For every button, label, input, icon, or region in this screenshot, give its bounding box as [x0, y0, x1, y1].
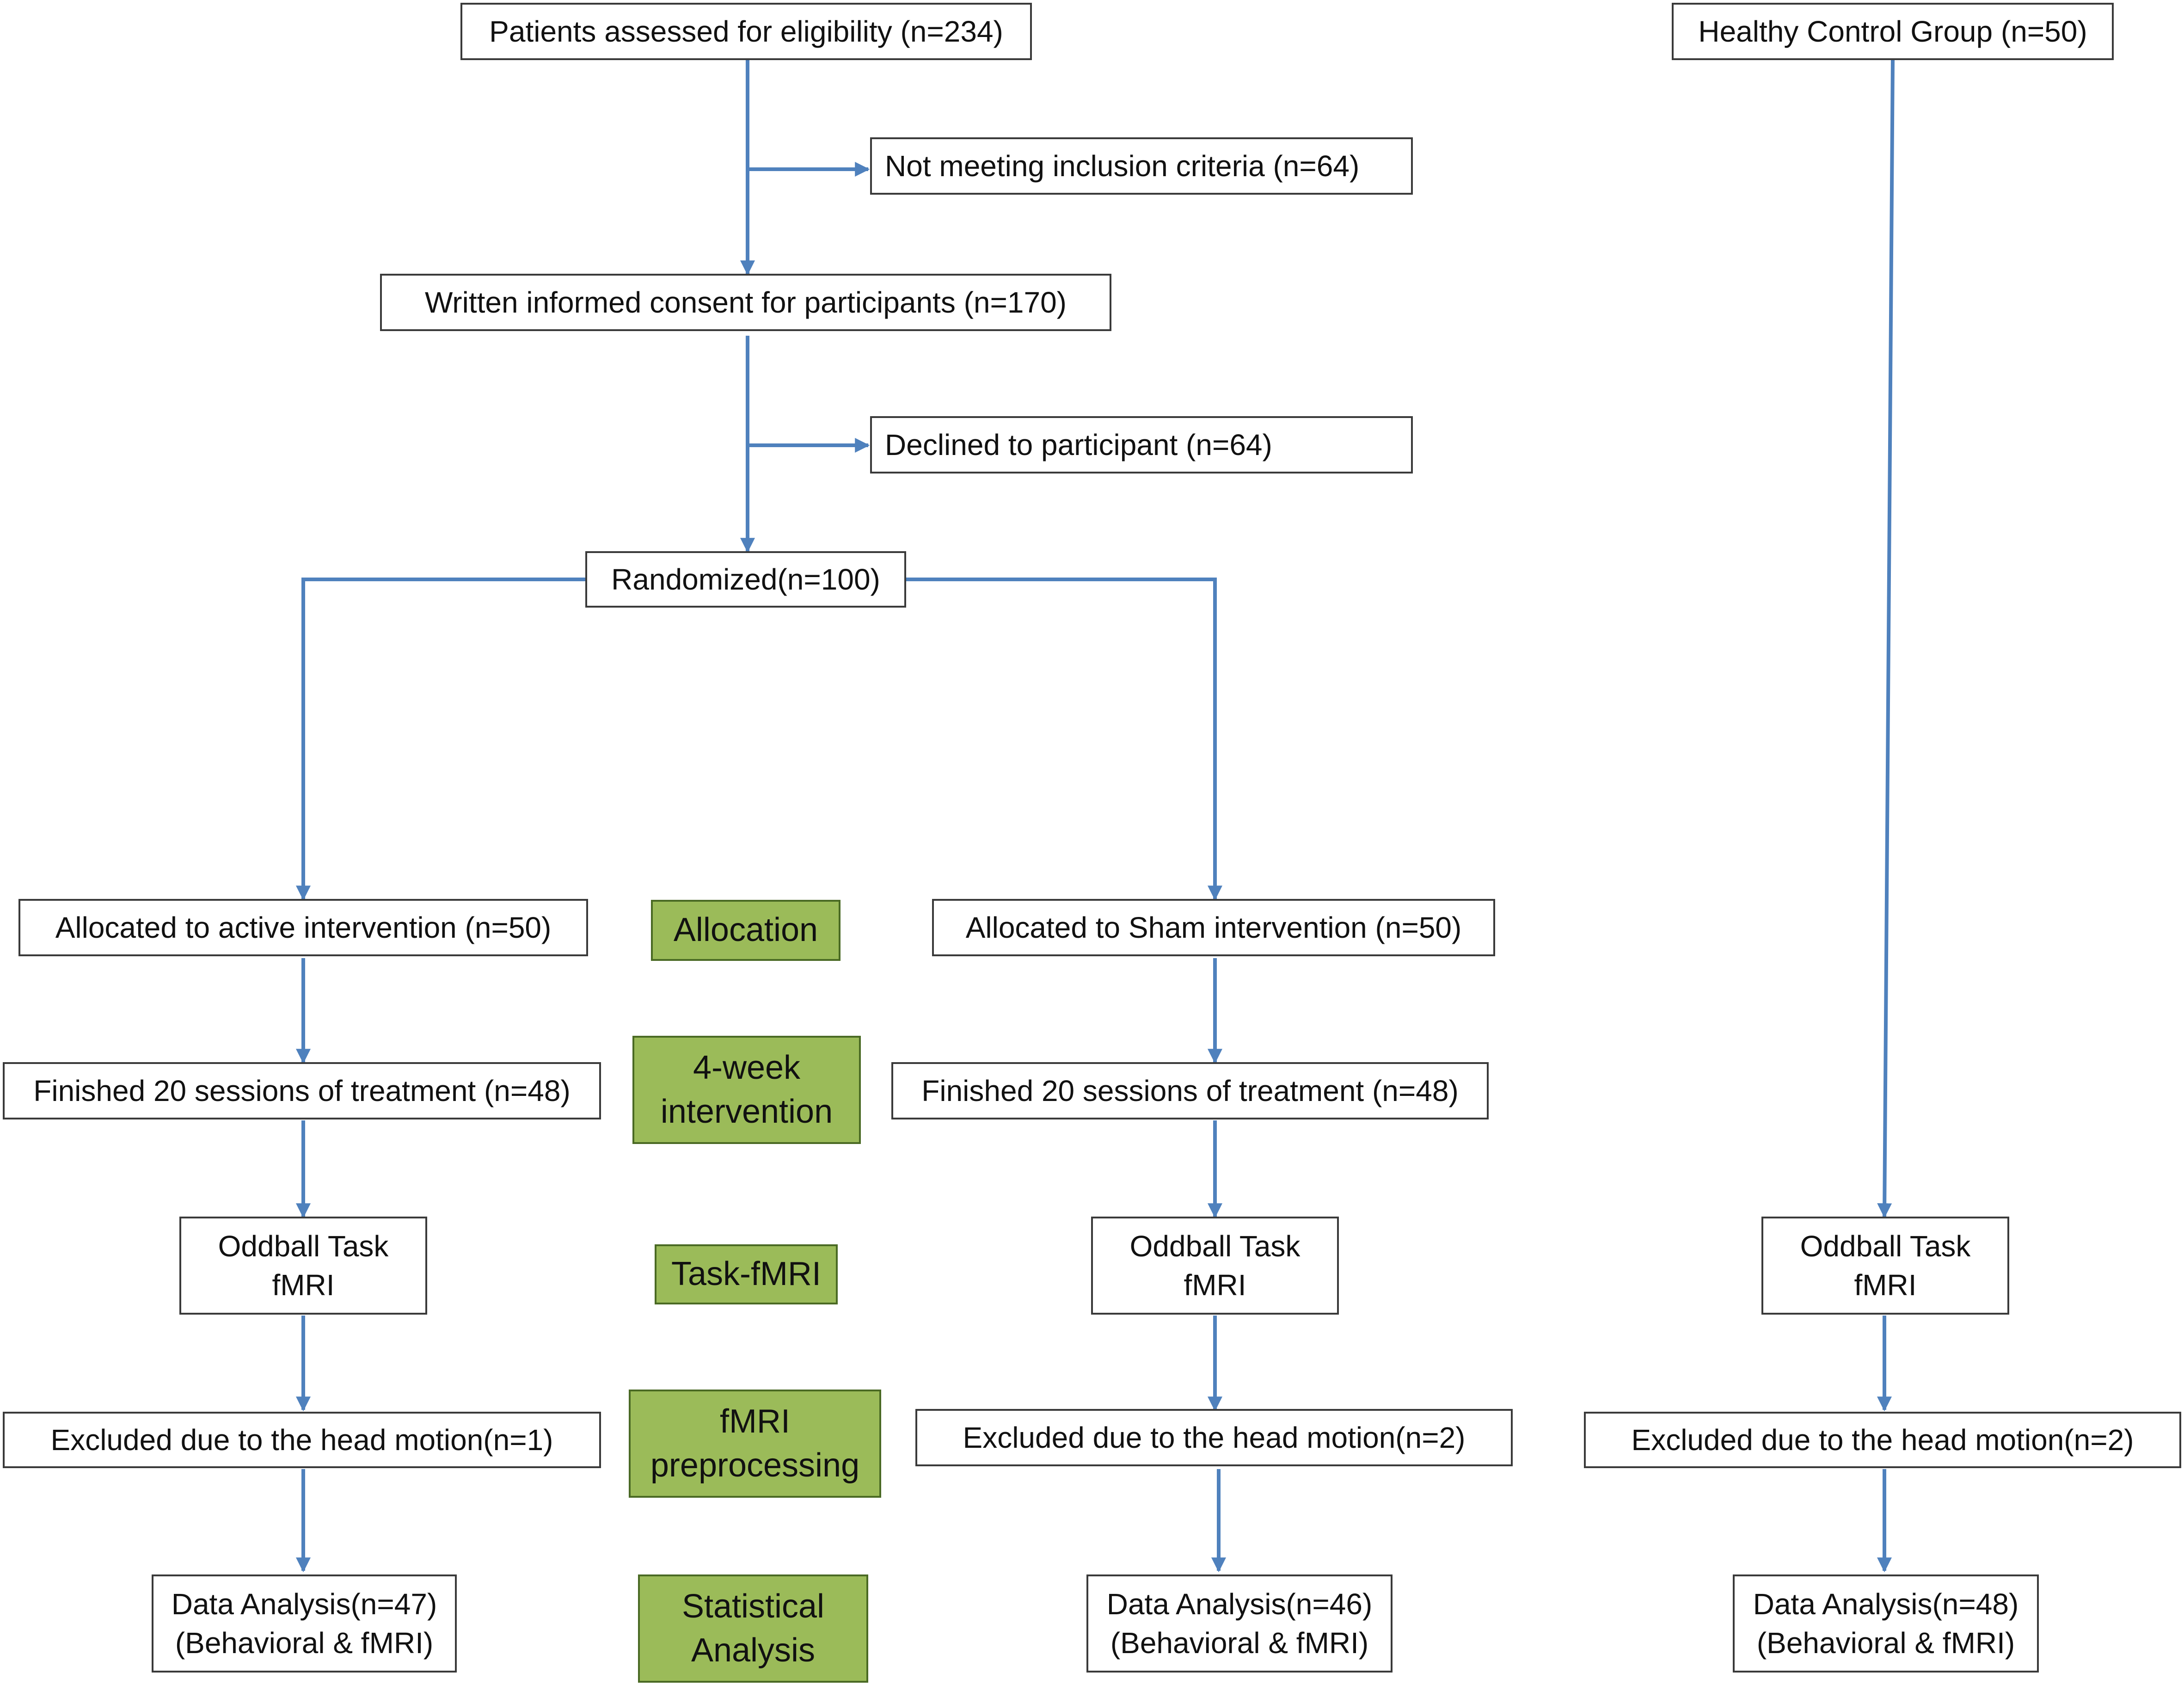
stage-task-fmri-line-1: Task-fMRI — [671, 1255, 821, 1293]
arrow-randomized-to-sham — [906, 578, 1222, 901]
excluded-control-box: Excluded due to the head motion(n=2) — [1584, 1412, 2181, 1468]
arrow-randomized-to-active — [296, 578, 585, 901]
finished-active-label: Finished 20 sessions of treatment (n=48) — [33, 1074, 571, 1107]
analysis-sham-line-1: Data Analysis(n=46) — [1106, 1587, 1373, 1621]
analysis-active-box: Data Analysis(n=47) (Behavioral & fMRI) — [152, 1574, 457, 1673]
randomized-box: Randomized(n=100) — [585, 551, 906, 608]
not-meeting-box: Not meeting inclusion criteria (n=64) — [870, 137, 1413, 195]
oddball-control-line-2: fMRI — [1854, 1268, 1917, 1302]
eligibility-box: Patients assessed for eligibility (n=234… — [460, 3, 1032, 60]
stage-intervention: 4-week intervention — [632, 1036, 861, 1144]
oddball-control-line-1: Oddball Task — [1800, 1229, 1971, 1263]
oddball-sham-line-1: Oddball Task — [1129, 1229, 1301, 1263]
excluded-sham-label: Excluded due to the head motion(n=2) — [963, 1421, 1466, 1454]
stage-statistical-line-1: Statistical — [681, 1587, 825, 1625]
stage-statistical-line-2: Analysis — [691, 1632, 816, 1669]
healthy-control-box: Healthy Control Group (n=50) — [1672, 3, 2114, 60]
excluded-control-label: Excluded due to the head motion(n=2) — [1631, 1423, 2134, 1457]
analysis-active-line-1: Data Analysis(n=47) — [171, 1587, 437, 1621]
stage-intervention-line-1: 4-week — [693, 1049, 801, 1086]
analysis-control-line-1: Data Analysis(n=48) — [1753, 1587, 2019, 1621]
stage-preprocessing-line-1: fMRI — [720, 1402, 790, 1440]
oddball-active-box: Oddball Task fMRI — [179, 1217, 427, 1315]
declined-label: Declined to participant (n=64) — [885, 428, 1272, 461]
oddball-sham-line-2: fMRI — [1184, 1268, 1246, 1302]
sham-intervention-label: Allocated to Sham intervention (n=50) — [965, 910, 1462, 944]
finished-sham-box: Finished 20 sessions of treatment (n=48) — [891, 1062, 1489, 1119]
stage-intervention-line-2: intervention — [660, 1093, 833, 1130]
not-meeting-label: Not meeting inclusion criteria (n=64) — [885, 149, 1360, 183]
consent-box: Written informed consent for participant… — [380, 274, 1111, 331]
oddball-active-line-2: fMRI — [272, 1268, 335, 1302]
finished-sham-label: Finished 20 sessions of treatment (n=48) — [921, 1074, 1459, 1107]
excluded-active-box: Excluded due to the head motion(n=1) — [3, 1412, 601, 1468]
stage-preprocessing-line-2: preprocessing — [650, 1447, 860, 1484]
arrow-control-to-oddball — [1877, 60, 1895, 1218]
analysis-control-line-2: (Behavioral & fMRI) — [1756, 1626, 2015, 1660]
sham-intervention-box: Allocated to Sham intervention (n=50) — [932, 899, 1495, 956]
stage-allocation: Allocation — [651, 900, 840, 961]
declined-box: Declined to participant (n=64) — [870, 416, 1413, 474]
analysis-active-line-2: (Behavioral & fMRI) — [175, 1626, 434, 1660]
analysis-control-box: Data Analysis(n=48) (Behavioral & fMRI) — [1733, 1574, 2039, 1673]
stage-preprocessing: fMRI preprocessing — [629, 1390, 881, 1498]
randomized-label: Randomized(n=100) — [611, 562, 880, 596]
active-intervention-box: Allocated to active intervention (n=50) — [18, 899, 588, 956]
stage-allocation-line-1: Allocation — [673, 911, 818, 949]
excluded-sham-box: Excluded due to the head motion(n=2) — [915, 1409, 1513, 1466]
analysis-sham-line-2: (Behavioral & fMRI) — [1110, 1626, 1369, 1660]
stage-task-fmri: Task-fMRI — [655, 1244, 838, 1304]
excluded-active-label: Excluded due to the head motion(n=1) — [50, 1423, 553, 1457]
stage-statistical: Statistical Analysis — [638, 1574, 868, 1683]
analysis-sham-box: Data Analysis(n=46) (Behavioral & fMRI) — [1086, 1574, 1393, 1673]
oddball-sham-box: Oddball Task fMRI — [1091, 1217, 1339, 1315]
healthy-control-label: Healthy Control Group (n=50) — [1698, 14, 2087, 48]
finished-active-box: Finished 20 sessions of treatment (n=48) — [3, 1062, 601, 1119]
consent-label: Written informed consent for participant… — [425, 285, 1067, 319]
active-intervention-label: Allocated to active intervention (n=50) — [55, 910, 552, 944]
oddball-active-line-1: Oddball Task — [218, 1229, 389, 1263]
eligibility-label: Patients assessed for eligibility (n=234… — [489, 14, 1003, 48]
oddball-control-box: Oddball Task fMRI — [1761, 1217, 2009, 1315]
